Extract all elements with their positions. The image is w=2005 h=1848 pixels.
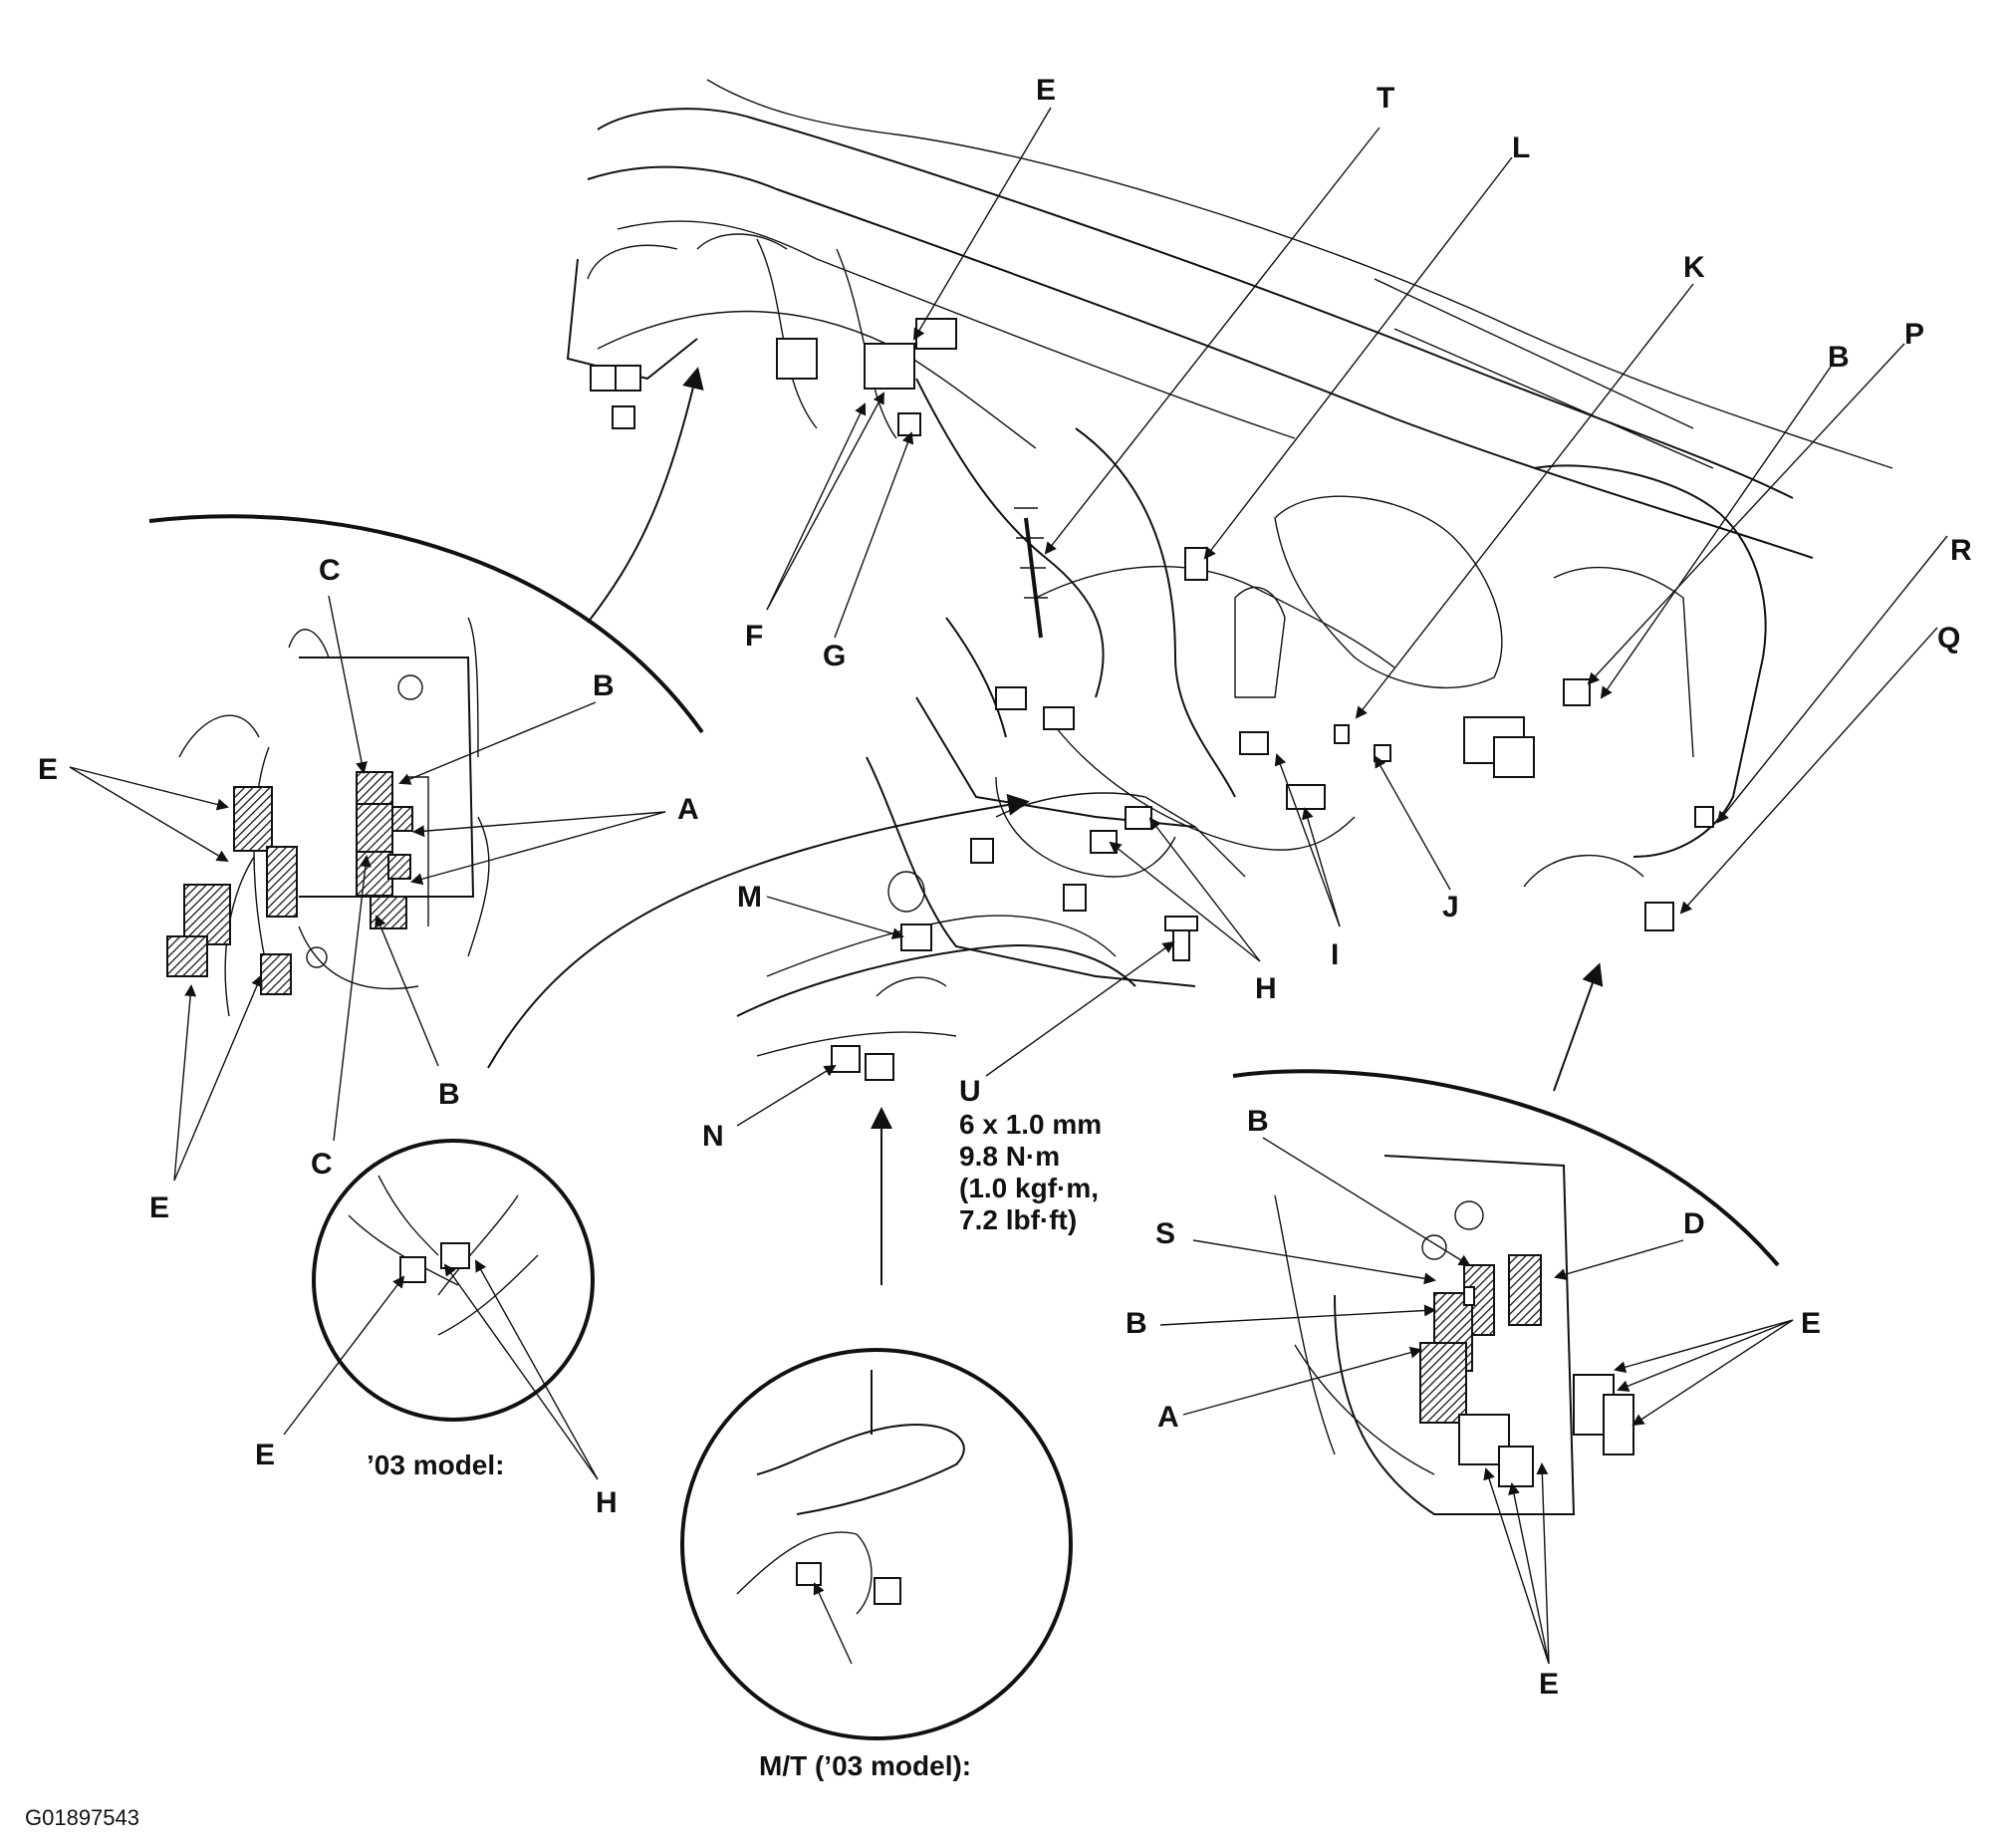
spec-line-4: 7.2 lbf·ft) bbox=[959, 1204, 1077, 1235]
label-Q: Q bbox=[1937, 622, 1960, 655]
leader-lines bbox=[69, 107, 1948, 1665]
callout-arrows bbox=[487, 367, 1604, 1285]
mt-circle-detail bbox=[680, 1348, 1073, 1740]
label-U: U bbox=[959, 1075, 981, 1108]
callout-labels: E T L K B P R Q F G J I H M N U C B E A … bbox=[38, 74, 1972, 1701]
spec-line-2: 9.8 N·m bbox=[959, 1141, 1060, 1172]
label-F: F bbox=[745, 620, 763, 653]
label-G: G bbox=[823, 640, 846, 672]
label-C-bottom: C bbox=[311, 1148, 333, 1181]
left-detail-panel bbox=[148, 514, 704, 1017]
label-B-lower-right: B bbox=[1247, 1105, 1269, 1138]
label-E-left: E bbox=[38, 753, 58, 786]
caption-03-model: ’03 model: bbox=[367, 1450, 504, 1480]
lower-right-detail-panel bbox=[1232, 1069, 1780, 1515]
label-T: T bbox=[1377, 82, 1394, 115]
spec-line-1: 6 x 1.0 mm bbox=[959, 1109, 1102, 1140]
label-K: K bbox=[1683, 251, 1705, 284]
label-P: P bbox=[1904, 318, 1924, 351]
label-E-top: E bbox=[1036, 74, 1056, 107]
label-I: I bbox=[1331, 938, 1339, 971]
label-E-circle: E bbox=[255, 1439, 275, 1471]
label-H-circle: H bbox=[596, 1486, 618, 1519]
label-B-left-bottom: B bbox=[438, 1078, 460, 1111]
label-B-lower-right-2: B bbox=[1126, 1307, 1147, 1340]
figure-id: G01897543 bbox=[25, 1805, 139, 1830]
dashboard-drawing bbox=[566, 79, 1893, 1081]
label-L: L bbox=[1512, 132, 1530, 164]
label-J: J bbox=[1442, 891, 1459, 924]
label-R: R bbox=[1950, 534, 1972, 567]
label-H-mid: H bbox=[1255, 972, 1277, 1005]
label-S: S bbox=[1155, 1217, 1175, 1250]
label-E-lower-bottom: E bbox=[1539, 1668, 1559, 1701]
label-A-lower-right: A bbox=[1157, 1401, 1179, 1434]
label-E-lower-right: E bbox=[1801, 1307, 1821, 1340]
label-M: M bbox=[737, 881, 762, 914]
model03-circle-detail bbox=[312, 1139, 595, 1422]
label-D: D bbox=[1683, 1207, 1705, 1240]
caption-mt-03-model: M/T (’03 model): bbox=[759, 1750, 971, 1781]
label-E-left-bottom: E bbox=[149, 1191, 169, 1224]
label-N: N bbox=[702, 1120, 724, 1153]
bolt-spec: 6 x 1.0 mm 9.8 N·m (1.0 kgf·m, 7.2 lbf·f… bbox=[959, 1109, 1102, 1235]
label-A-left: A bbox=[677, 793, 699, 826]
label-C-top: C bbox=[319, 554, 341, 587]
spec-line-3: (1.0 kgf·m, bbox=[959, 1173, 1099, 1203]
label-B-right: B bbox=[1828, 341, 1850, 374]
label-B-left-top: B bbox=[593, 669, 615, 702]
